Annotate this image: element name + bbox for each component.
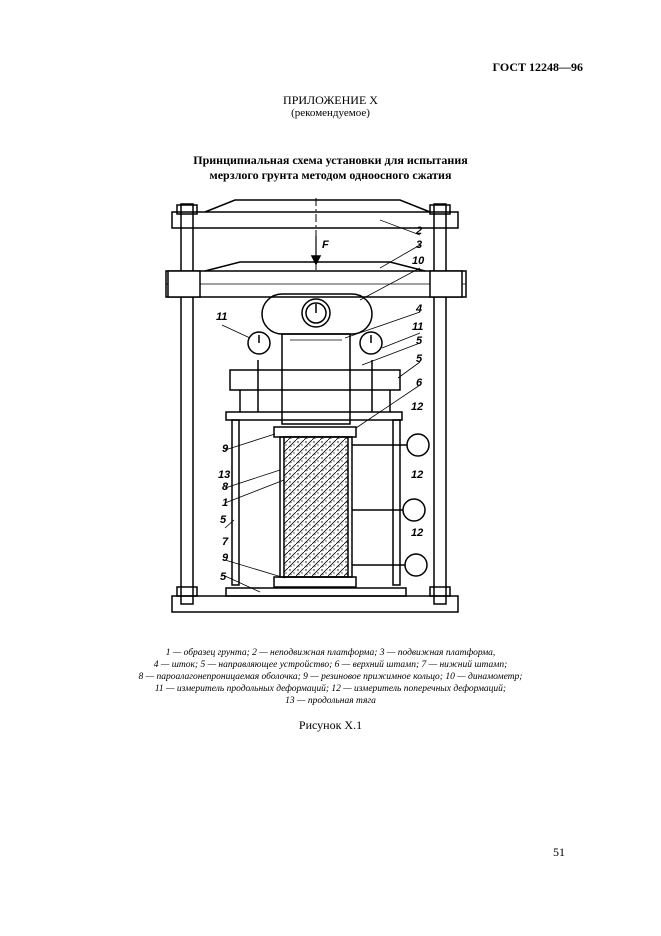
label-12-c: 12 <box>411 527 423 539</box>
label-4: 4 <box>415 303 422 315</box>
label-12-b: 12 <box>411 469 423 481</box>
lower-stamp <box>273 576 357 588</box>
appendix-title: ПРИЛОЖЕНИЕ Х <box>283 93 378 107</box>
label-5-c: 5 <box>220 514 227 526</box>
label-13: 13 <box>218 469 230 481</box>
guide-device <box>229 369 401 391</box>
test-rig-diagram: F 2 3 10 4 11 5 5 6 12 12 12 11 9 13 8 1… <box>165 198 467 613</box>
rod <box>281 333 351 425</box>
transverse-gauge-2 <box>402 498 426 522</box>
label-5-a: 5 <box>416 335 423 347</box>
label-3: 3 <box>416 239 422 251</box>
label-6: 6 <box>416 377 423 389</box>
fixed-platform-bottom <box>171 595 459 613</box>
appendix-subtitle: (рекомендуемое) <box>291 107 370 119</box>
label-force: F <box>322 239 329 251</box>
figure-title-line-2: мерзлого грунта методом одноосного сжати… <box>209 168 452 182</box>
soil-sample <box>283 436 349 578</box>
standard-number: ГОСТ 12248—96 <box>492 60 584 74</box>
right-column <box>433 203 447 605</box>
transverse-gauge-1 <box>406 433 430 457</box>
label-8: 8 <box>222 481 229 493</box>
label-2: 2 <box>415 225 422 237</box>
label-5-d: 5 <box>220 571 227 583</box>
legend-line-5: 13 — продольная тяга <box>285 696 376 706</box>
label-1: 1 <box>222 497 228 509</box>
legend-line-1: 1 — образец грунта; 2 — неподвижная плат… <box>165 648 496 658</box>
label-5-b: 5 <box>416 353 423 365</box>
legend-line-2: 4 — шток; 5 — направляющее устройство; 6… <box>153 660 508 670</box>
label-10: 10 <box>412 255 425 267</box>
figure-title-line-1: Принципиальная схема установки для испыт… <box>193 153 468 167</box>
label-9-a: 9 <box>222 443 229 455</box>
label-9-b: 9 <box>222 552 229 564</box>
longitudinal-gauge-left <box>247 331 271 355</box>
fixed-platform-top <box>171 211 459 229</box>
transverse-gauge-3 <box>404 553 428 577</box>
figure-caption: Рисунок Х.1 <box>298 718 363 732</box>
label-12-a: 12 <box>411 401 423 413</box>
longitudinal-gauge-right <box>359 331 383 355</box>
label-11-left: 11 <box>216 311 227 323</box>
page-number: 51 <box>553 845 565 859</box>
left-column <box>180 203 194 605</box>
legend-line-4: 11 — измеритель продольных деформаций; 1… <box>154 684 507 694</box>
label-11-right: 11 <box>412 321 423 333</box>
legend-line-3: 8 — пароалагонепроницаемая оболочка; 9 —… <box>138 672 523 682</box>
label-7: 7 <box>222 536 229 548</box>
upper-stamp <box>273 426 357 438</box>
